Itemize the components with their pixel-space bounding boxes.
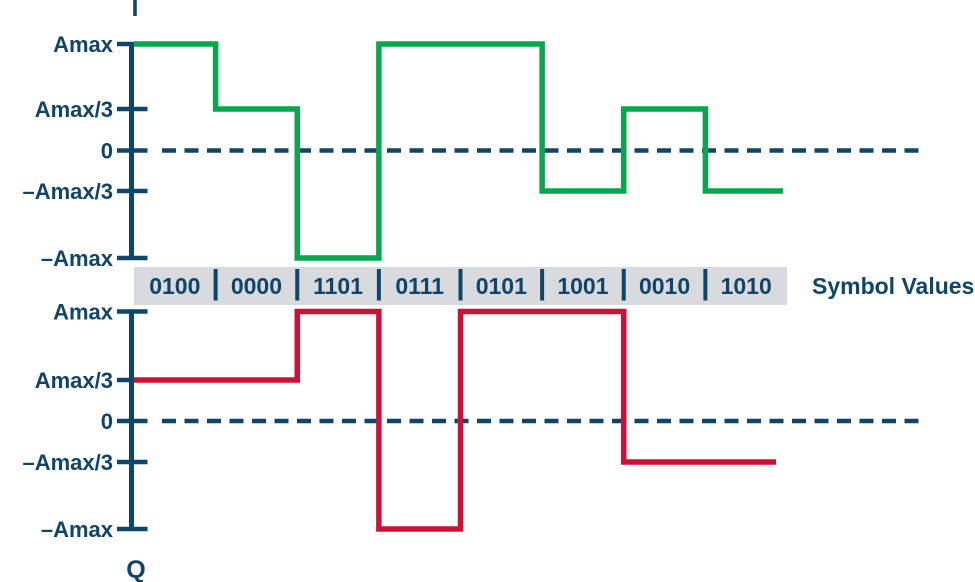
symbol-strip: 0100 0000 1101 0111 0101 1001 0010 1010 — [134, 267, 787, 305]
symbol-value: 0111 — [395, 273, 444, 299]
symbol-value: 0101 — [476, 273, 527, 299]
symbol-value: 0000 — [231, 273, 282, 299]
y-axis-tick-label: –Amax — [41, 517, 114, 542]
y-axis-tick-label: –Amax/3 — [22, 179, 113, 204]
symbol-value: 1001 — [557, 273, 608, 299]
y-axis-tick-label: –Amax/3 — [22, 450, 113, 475]
symbol-value: 1010 — [721, 273, 772, 299]
y-axis-tick-label: 0 — [101, 139, 113, 164]
y-axis-tick-label: 0 — [101, 409, 113, 434]
symbol-value: 0100 — [149, 273, 200, 299]
symbol-value: 0010 — [639, 273, 690, 299]
y-axis-tick-label: Amax — [53, 32, 114, 57]
y-axis-tick-label: Amax/3 — [35, 368, 113, 393]
q-channel-label: Q — [126, 556, 145, 582]
symbol-values-label: Symbol Values — [812, 273, 974, 299]
i-channel-label: I — [132, 0, 139, 22]
y-axis-tick-label: Amax/3 — [35, 97, 113, 122]
q-waveform — [134, 308, 776, 532]
i-waveform — [134, 41, 783, 261]
symbol-value: 1101 — [313, 273, 363, 299]
y-axis-tick-label: Amax — [53, 300, 114, 325]
y-axis-tick-label: –Amax — [41, 246, 114, 271]
